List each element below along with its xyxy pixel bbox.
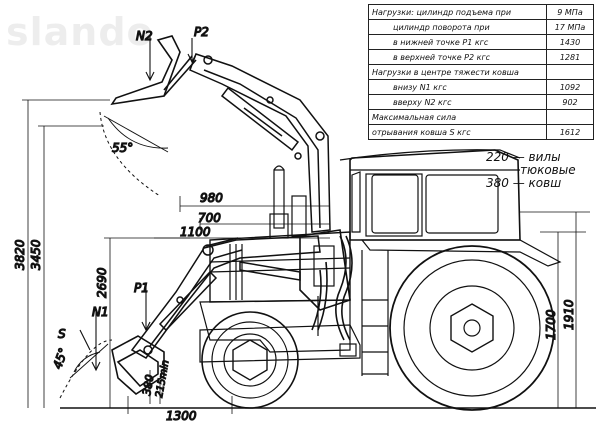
dim-1300: 1300 xyxy=(166,409,197,423)
spec-row-label: в верхней точке P2 кгс xyxy=(368,49,547,65)
cab-steps xyxy=(361,250,389,376)
spec-row-label: отрывания ковша S кгс xyxy=(368,124,547,140)
exhaust-pipe xyxy=(269,165,289,239)
spec-row-value: 9 МПа xyxy=(546,4,594,20)
spec-row-label: цилиндр поворота при xyxy=(368,19,547,35)
raised-boom xyxy=(189,53,331,233)
dim-1100: 1100 xyxy=(180,225,211,239)
label-angle-45: 45° xyxy=(50,346,70,371)
dim-2690: 2690 xyxy=(95,267,109,298)
watermark: slando xyxy=(6,10,154,54)
spec-row-value: 17 МПа xyxy=(546,19,594,35)
spec-row-value: 1430 xyxy=(546,34,594,50)
label-p2: P2 xyxy=(194,25,209,39)
spec-row-label: Максимальная сила xyxy=(368,109,547,125)
dim-980: 980 xyxy=(200,191,223,205)
raised-bucket xyxy=(99,35,197,197)
spec-row-value: 902 xyxy=(546,94,594,110)
spec-row-label: в нижней точке P1 кгс xyxy=(368,34,547,50)
spec-row-value xyxy=(546,64,594,80)
spec-row-label: Нагрузки: цилиндр подъема при xyxy=(368,4,547,20)
diagram-labels: N2 P2 55° N1 P1 S 45° 3820 3450 2690 980… xyxy=(12,24,576,423)
front-wheel xyxy=(201,311,299,409)
note-bucket: 380 — ковш xyxy=(486,176,562,190)
angle-markers xyxy=(69,115,169,379)
loader-mount-frame xyxy=(299,229,351,336)
rear-wheel xyxy=(389,245,555,411)
spec-row-label: вверху N2 кгс xyxy=(368,94,547,110)
spec-row-label: Нагрузки в центре тяжести ковша xyxy=(368,64,547,80)
lowered-bucket xyxy=(59,335,165,399)
lowered-boom xyxy=(130,235,321,359)
dim-1910: 1910 xyxy=(562,299,576,330)
note-forks: 220 — вилы xyxy=(486,150,561,164)
dim-3820: 3820 xyxy=(13,239,27,270)
spec-row-label: внизу N1 кгс xyxy=(368,79,547,95)
dim-1700: 1700 xyxy=(544,309,558,340)
label-p1: P1 xyxy=(134,281,149,295)
spec-row-value: 1612 xyxy=(546,124,594,140)
note-bale-type: тюковые xyxy=(520,163,576,177)
force-arrows xyxy=(79,36,197,372)
spec-row: Максимальная сила xyxy=(368,109,594,125)
dim-215: 215min xyxy=(154,359,171,398)
spec-row-value xyxy=(546,109,594,125)
spec-row-value: 1092 xyxy=(546,79,594,95)
label-n2: N2 xyxy=(136,29,153,43)
dim-3450: 3450 xyxy=(29,239,43,270)
label-s: S xyxy=(58,327,66,341)
label-angle-55: 55° xyxy=(112,141,133,155)
dimension-lines xyxy=(22,99,590,414)
dim-380: 380 xyxy=(140,374,156,397)
spec-row: Нагрузки в центре тяжести ковша xyxy=(368,64,594,80)
dim-700: 700 xyxy=(198,211,221,225)
spec-row-value: 1281 xyxy=(546,49,594,65)
label-n1: N1 xyxy=(92,305,109,319)
